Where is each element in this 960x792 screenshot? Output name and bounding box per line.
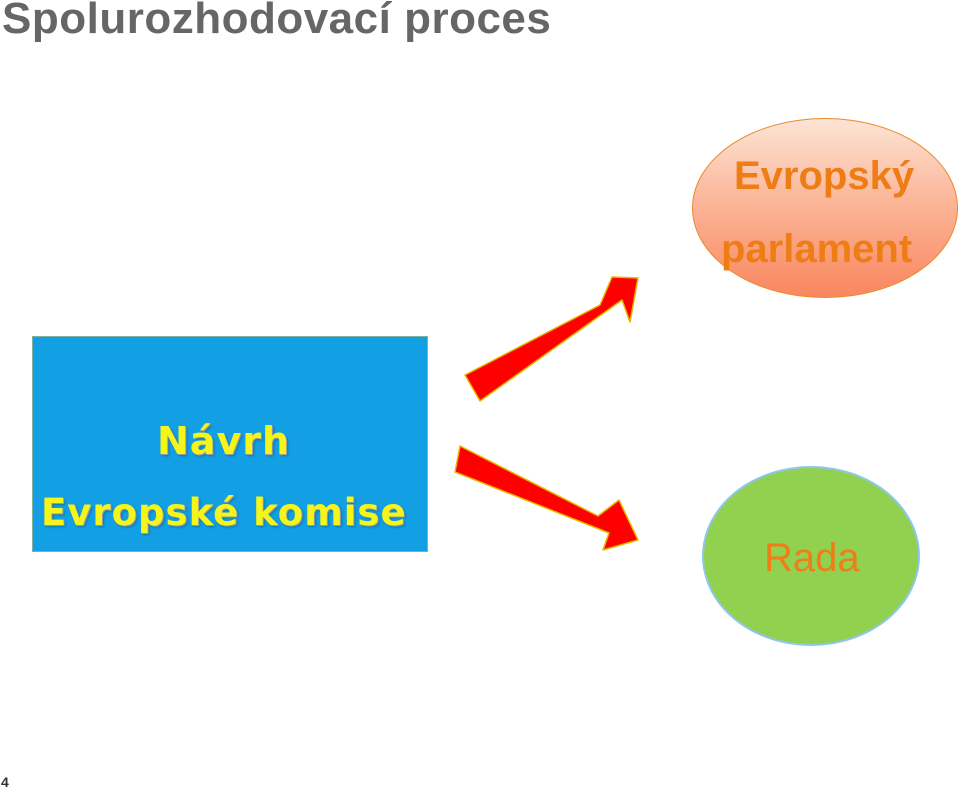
slide-title: Spolurozhodovací proces [2, 0, 552, 43]
proposal-box: Návrh Evropské komise [32, 336, 428, 552]
parliament-label-line2: parlament [721, 227, 913, 271]
council-label: Rada [764, 536, 860, 580]
council-circle [702, 466, 920, 646]
parliament-label-line1: Evropský [734, 154, 915, 198]
proposal-subtitle: Evropské komise [41, 491, 407, 534]
arrow-to-council [454, 445, 639, 551]
parliament-ellipse [692, 118, 958, 298]
page-number: 4 [1, 774, 9, 790]
proposal-title: Návrh [157, 419, 291, 463]
arrow-to-parliament [464, 276, 639, 402]
